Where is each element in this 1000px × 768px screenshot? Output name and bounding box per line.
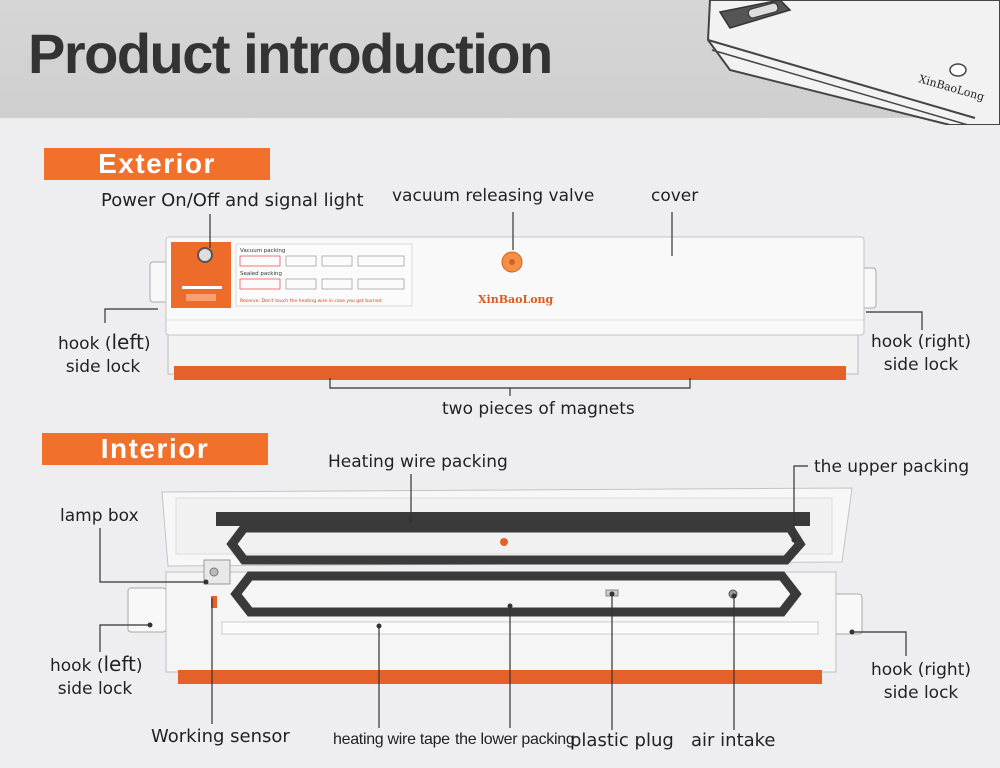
label-lower-packing: the lower packing bbox=[455, 731, 575, 748]
int-hook-left-text-a: hook ( bbox=[50, 656, 104, 676]
label-exterior-hook-left: hook (left) side lock bbox=[58, 330, 151, 382]
label-exterior-hook-right: hook (right) side lock bbox=[866, 332, 976, 380]
hook-left-text-a: hook ( bbox=[58, 334, 112, 354]
interior-pointer-lines bbox=[99, 465, 907, 730]
int-hook-right-text-b: side lock bbox=[883, 683, 959, 704]
power-button-icon bbox=[197, 247, 213, 263]
label-power-light: Power On/Off and signal light bbox=[101, 190, 364, 211]
hook-left-text-c: ) bbox=[143, 334, 151, 354]
label-lamp-box: lamp box bbox=[60, 506, 139, 526]
exterior-instruction-panel: Vacuum packing Sealed packing Reserve: D… bbox=[235, 243, 413, 307]
label-working-sensor: Working sensor bbox=[151, 726, 290, 747]
label-interior-hook-left: hook (left) side lock bbox=[50, 652, 143, 704]
label-heating-wire-tape: heating wire tape bbox=[333, 731, 450, 748]
label-cover: cover bbox=[651, 186, 699, 206]
int-hook-left-text-b: left bbox=[103, 652, 136, 676]
heating-tape bbox=[221, 621, 819, 635]
label-vacuum-valve: vacuum releasing valve bbox=[392, 186, 595, 206]
hook-right-text-b: side lock bbox=[883, 355, 959, 376]
exterior-tag: Exterior bbox=[44, 148, 270, 180]
panel-text-sealed: Sealed packing bbox=[240, 271, 282, 277]
exterior-base-stripe bbox=[174, 366, 846, 380]
label-interior-hook-right: hook (right) side lock bbox=[866, 660, 976, 708]
panel-text-vacuum: Vacuum packing bbox=[240, 248, 285, 254]
exterior-pointer-lines bbox=[104, 212, 923, 396]
hook-left-text-d: side lock bbox=[65, 357, 141, 378]
interior-base-stripe bbox=[178, 670, 822, 684]
label-heating-wire-packing: Heating wire packing bbox=[328, 452, 508, 472]
label-plastic-plug: plastic plug bbox=[570, 730, 674, 751]
upper-packing-gasket bbox=[226, 523, 806, 565]
int-hook-right-text-a: hook (right) bbox=[870, 660, 972, 680]
int-hook-left-text-d: side lock bbox=[57, 679, 133, 700]
int-hook-left-text-c: ) bbox=[135, 656, 143, 676]
label-air-intake: air intake bbox=[691, 730, 776, 751]
hook-right-text-a: hook (right) bbox=[870, 332, 972, 352]
lower-packing-gasket bbox=[230, 571, 802, 617]
interior-tag: Interior bbox=[42, 433, 268, 465]
working-sensor bbox=[211, 596, 217, 608]
label-magnets: two pieces of magnets bbox=[442, 399, 635, 419]
header-device-image: XinBaoLong bbox=[706, 0, 1000, 125]
label-upper-packing: the upper packing bbox=[814, 457, 970, 477]
panel-warning: Reserve: Don't touch the heating wire in… bbox=[240, 298, 383, 304]
exterior-device-brand: XinBaoLong bbox=[478, 293, 554, 306]
hook-left-text-b: left bbox=[111, 330, 144, 354]
page-title: Product introduction bbox=[28, 22, 553, 85]
upper-heating-wire bbox=[216, 512, 810, 526]
